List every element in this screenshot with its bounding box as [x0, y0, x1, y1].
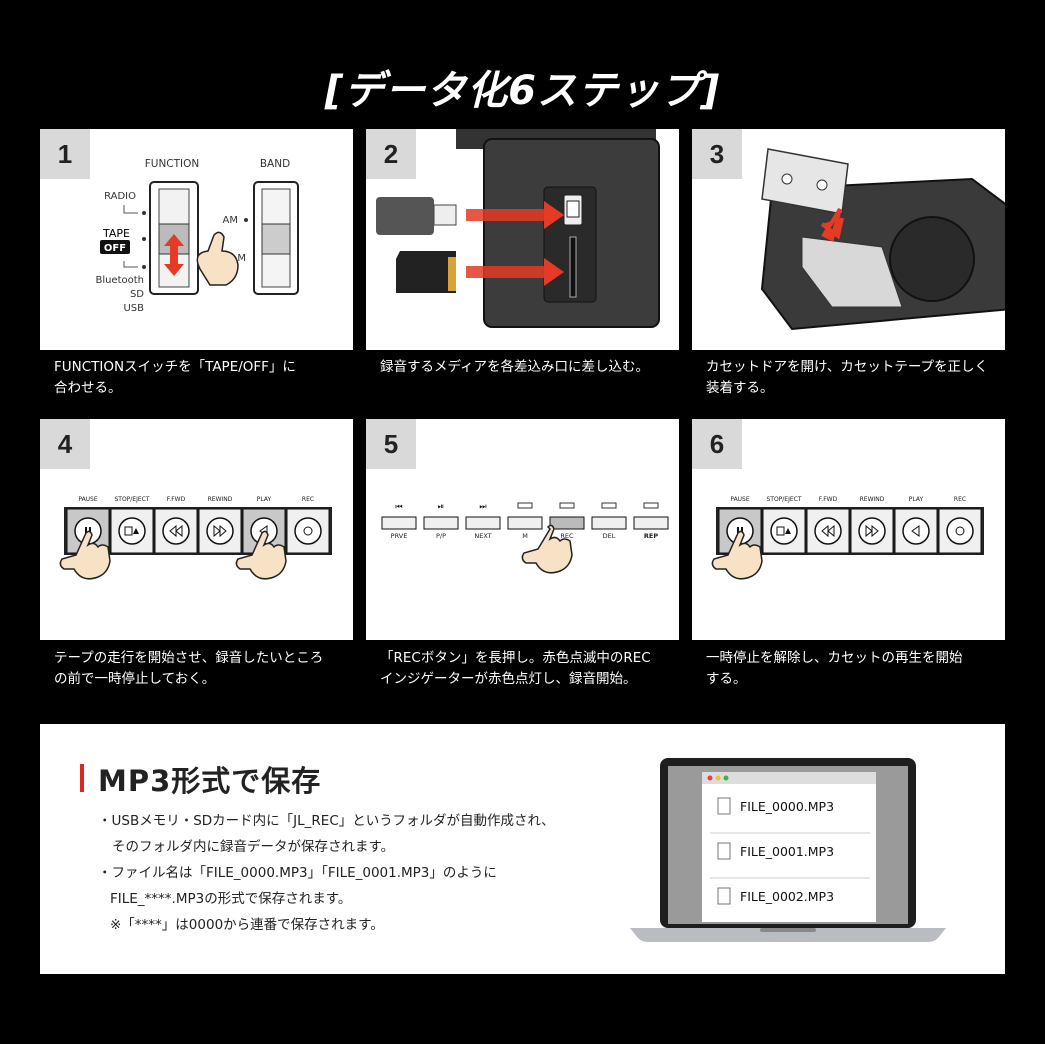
bluetooth-label: Bluetooth [95, 275, 144, 286]
step-caption-1: FUNCTIONスイッチを「TAPE/OFF」に合わせる。 [54, 359, 296, 396]
function-switch-illustration: FUNCTION BAND RADIO TAPE OFF Bluetooth S… [95, 158, 299, 314]
off-label: OFF [104, 243, 126, 254]
hand-icon [59, 530, 111, 580]
panel-button [633, 516, 669, 530]
hand-icon [235, 530, 287, 580]
deck-label: REC [302, 496, 314, 503]
hand-icon [711, 530, 763, 580]
step-card-3: 3 [692, 129, 1005, 350]
step-number: 1 [40, 129, 90, 179]
am-label: AM [223, 215, 238, 226]
step-caption-6: 一時停止を解除し、カセットの再生を開始する。 [706, 650, 963, 687]
hand-icon [521, 524, 573, 574]
step-number: 4 [40, 419, 90, 469]
deck-label: F.FWD [167, 496, 186, 503]
step-card-5: 5 ⏮ PRVE ⏯ P/P ⏭ NEXT M REC DEL REP [366, 419, 679, 640]
file-name: FILE_0000.MP3 [740, 799, 834, 814]
step-card-1: 1 FUNCTION BAND RADIO TAPE OFF Bluetooth… [40, 129, 353, 350]
deck-label: PAUSE [78, 496, 98, 503]
deck-buttons-pause: PAUSE STOP/EJECT F.FWD REWIND PLAY REC [711, 496, 984, 580]
deck-label: F.FWD [819, 496, 838, 503]
file-icon [717, 887, 731, 905]
deck-label: STOP/EJECT [766, 496, 801, 503]
panel-icon: ⏯ [438, 502, 444, 511]
deck-label: PLAY [257, 496, 272, 503]
deck-label: PLAY [909, 496, 924, 503]
save-line-5: ※「****」は0000から連番で保存されます。 [110, 917, 384, 933]
indicator-led [517, 502, 533, 509]
function-label: FUNCTION [145, 158, 200, 170]
save-line-1: ・USBメモリ・SDカード内に「JL_REC」というフォルダが自動作成され、 [98, 813, 555, 829]
file-name: FILE_0002.MP3 [740, 889, 834, 904]
cassette-load-illustration [760, 148, 1005, 331]
indicator-led [559, 502, 575, 509]
deck-buttons-pause-play: PAUSE STOP/EJECT F.FWD REWIND PLAY REC [59, 496, 332, 580]
panel-label: DEL [603, 532, 616, 540]
panel-button [423, 516, 459, 530]
save-line-3: ・ファイル名は「FILE_0000.MP3」「FILE_0001.MP3」のよう… [98, 865, 497, 881]
rec-icon [946, 517, 974, 545]
media-insert-illustration [376, 129, 660, 328]
panel-icon: ⏮ [395, 502, 402, 511]
mp3-save-section: MP3形式で保存 ・USBメモリ・SDカード内に「JL_REC」というフォルダが… [40, 724, 1005, 974]
panel-label: NEXT [474, 532, 491, 540]
file-icon [717, 797, 731, 815]
step-caption-2: 録音するメディアを各差込み口に差し込む。 [380, 359, 650, 375]
step-card-6: 6 PAUSE STOP/EJECT F.FWD REWIND PLAY REC [692, 419, 1005, 640]
save-heading: MP3形式で保存 [98, 764, 322, 798]
indicator-led [601, 502, 617, 509]
panel-label: REP [644, 532, 658, 540]
panel-label: P/P [436, 532, 446, 540]
step-card-4: 4 PAUSE STOP/EJECT F.FWD REWIND PLAY REC [40, 419, 353, 640]
step-caption-3: カセットドアを開け、カセットテープを正しく装着する。 [706, 359, 989, 396]
panel-button [465, 516, 501, 530]
radio-label: RADIO [104, 191, 136, 202]
step-number: 6 [692, 419, 742, 469]
fm-label: M [237, 253, 246, 264]
tape-label: TAPE [102, 227, 130, 240]
panel-button [591, 516, 627, 530]
band-label: BAND [260, 158, 290, 170]
step-caption-4: テープの走行を開始させ、録音したいところの前で一時停止しておく。 [54, 650, 324, 687]
step-card-2: 2 [366, 129, 679, 350]
sd-label: SD [130, 289, 144, 300]
heading-accent-bar [80, 764, 84, 792]
deck-button-stop [110, 508, 154, 554]
deck-label: REWIND [860, 496, 885, 503]
deck-button-rew [850, 508, 894, 554]
file-icon [717, 842, 731, 860]
usb-label: USB [123, 303, 144, 314]
save-line-4: FILE_****.MP3の形式で保存されます。 [110, 891, 352, 907]
panel-button [549, 516, 585, 530]
panel-button [507, 516, 543, 530]
step-number: 2 [366, 129, 416, 179]
save-line-2: そのフォルダ内に録音データが保存されます。 [112, 839, 395, 855]
hand-icon [196, 231, 239, 286]
panel-button [381, 516, 417, 530]
step-number: 5 [366, 419, 416, 469]
play-icon [902, 517, 930, 545]
deck-label: REC [954, 496, 966, 503]
deck-label: PAUSE [730, 496, 750, 503]
step-number: 3 [692, 129, 742, 179]
rec-panel-illustration: ⏮ PRVE ⏯ P/P ⏭ NEXT M REC DEL REP [381, 502, 669, 574]
panel-label: REC [560, 532, 574, 540]
rec-icon [294, 517, 322, 545]
deck-label: STOP/EJECT [114, 496, 149, 503]
page-title: [データ化6ステップ] [324, 68, 721, 114]
indicator-led [643, 502, 659, 509]
panel-label: M [522, 532, 528, 540]
panel-label: PRVE [391, 532, 408, 540]
panel-icon: ⏭ [479, 502, 486, 511]
deck-label: REWIND [208, 496, 233, 503]
file-name: FILE_0001.MP3 [740, 844, 834, 859]
